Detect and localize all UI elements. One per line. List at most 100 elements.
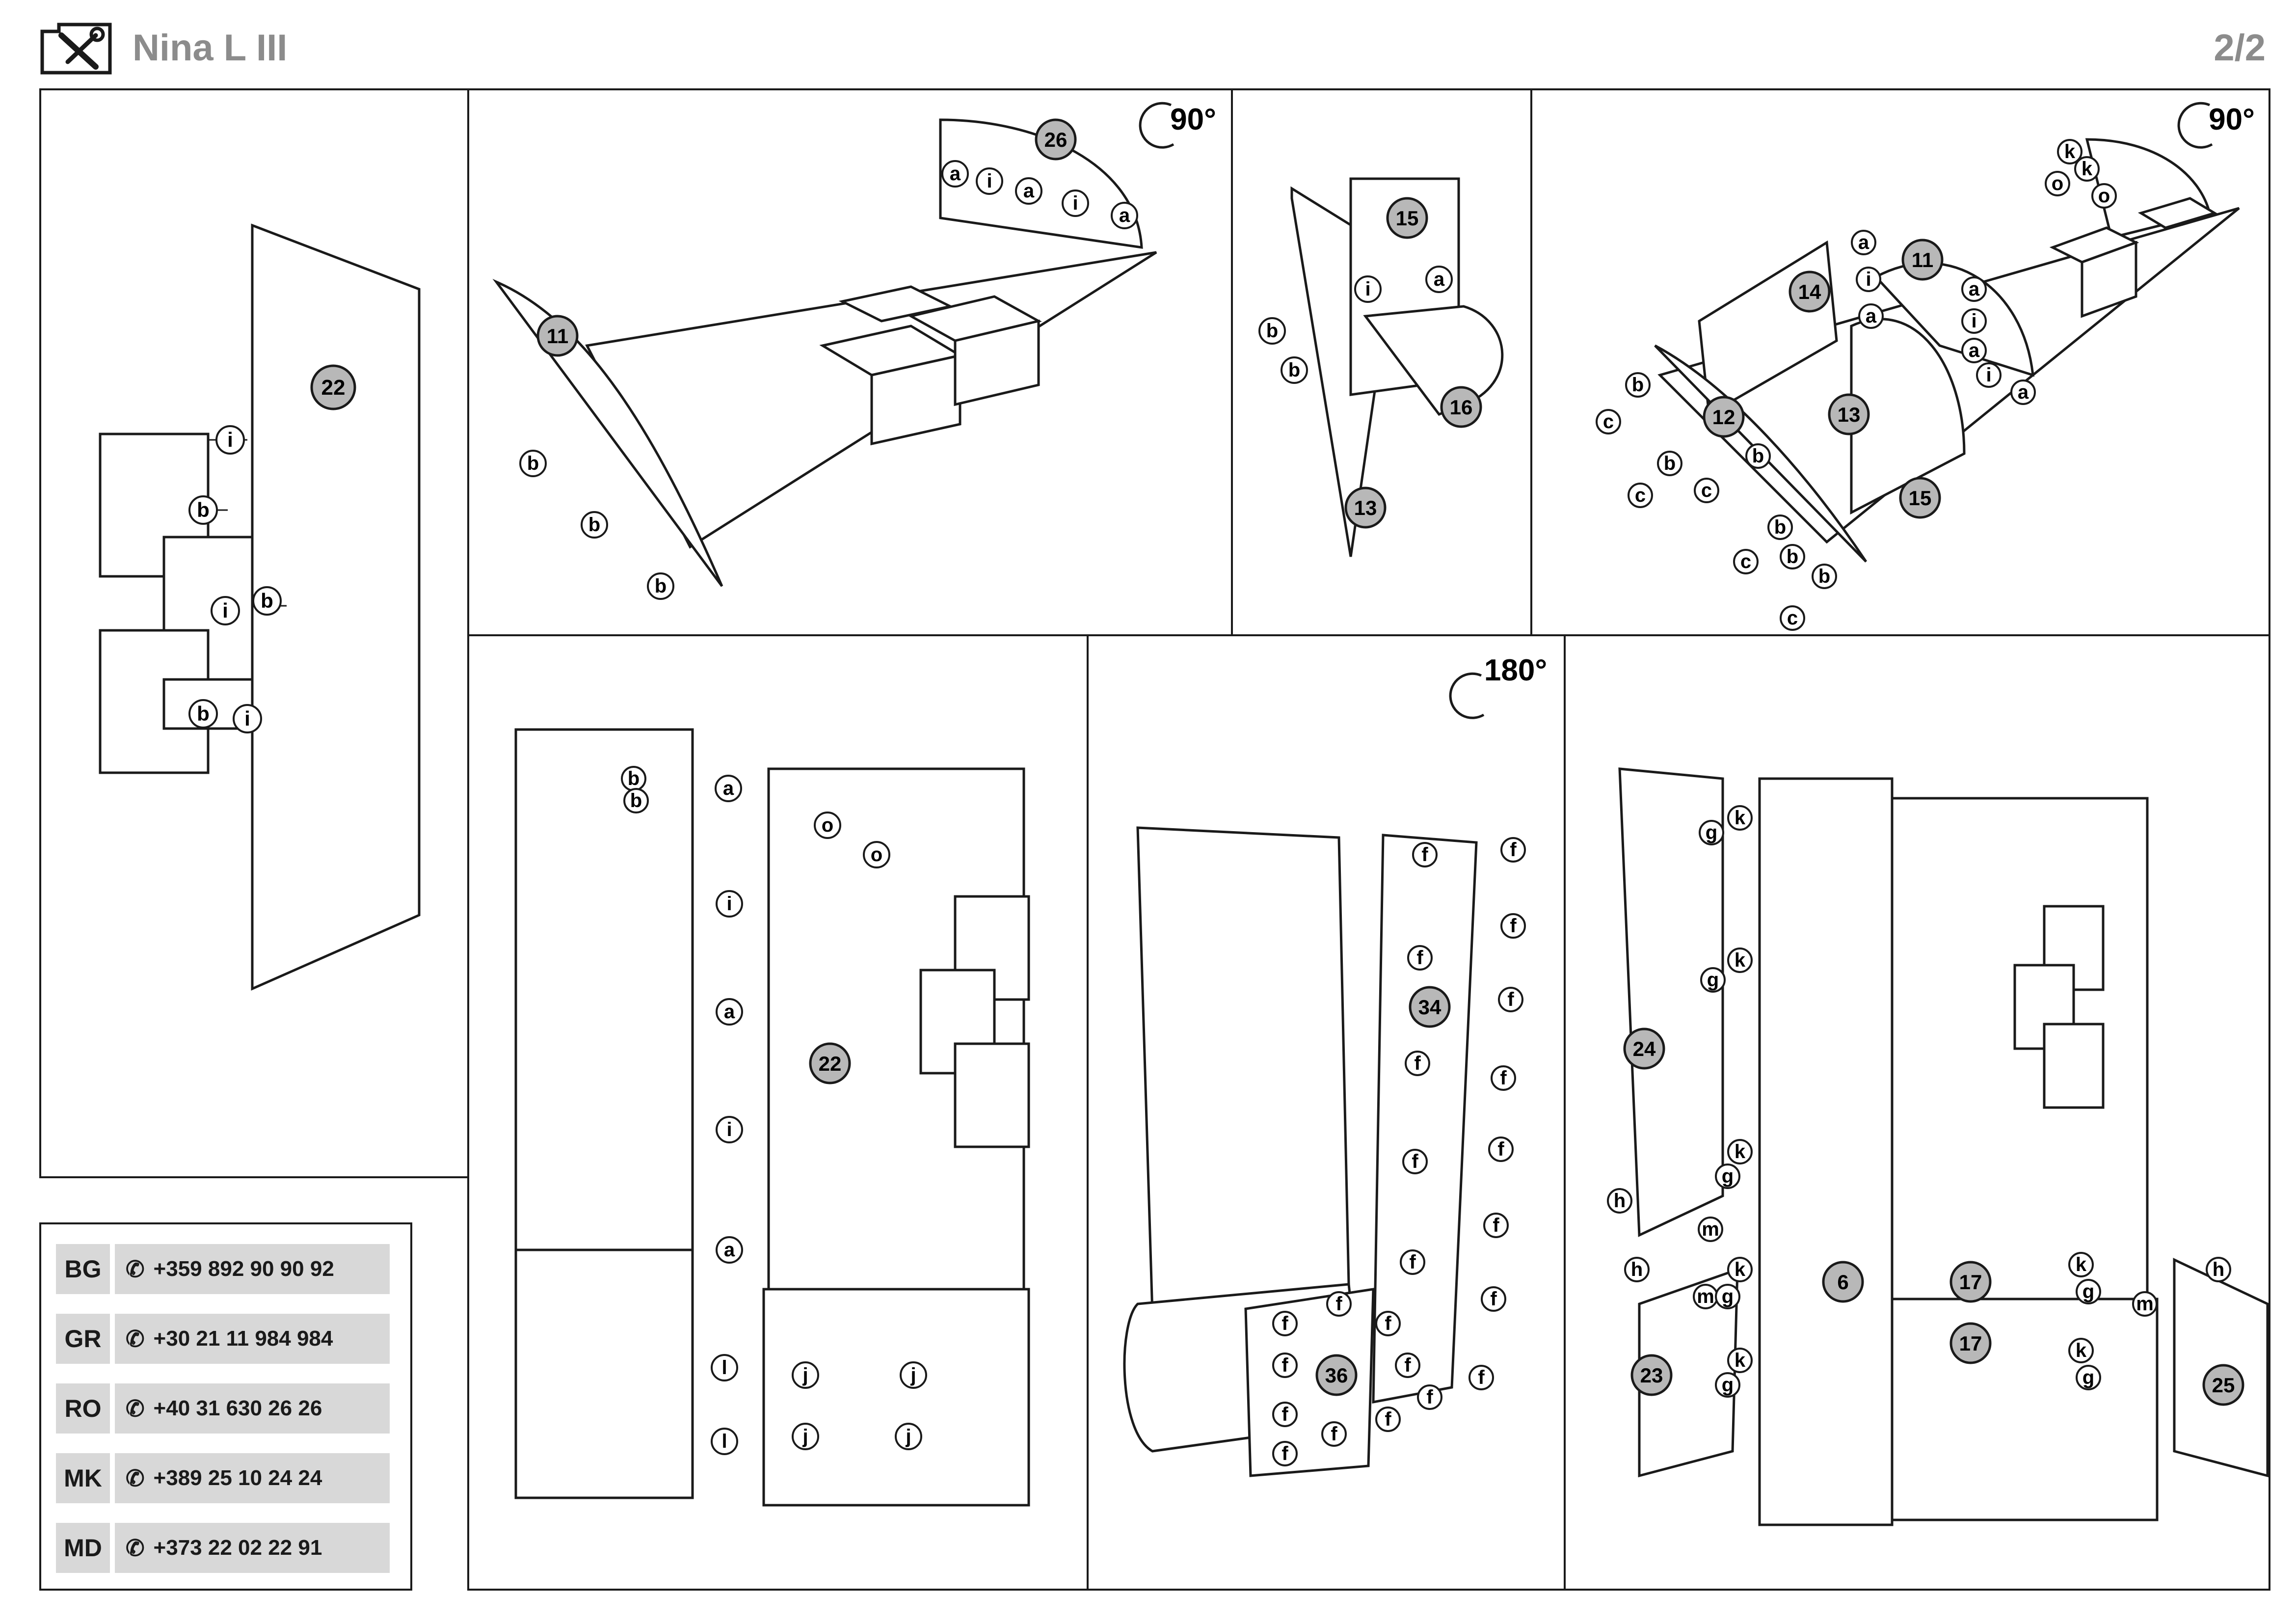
connector-label-a: a <box>1119 205 1130 226</box>
country-code: RO <box>56 1383 110 1434</box>
connector-label-f: f <box>1490 1288 1497 1310</box>
connector-label-a: a <box>1434 269 1445 290</box>
connector-label-g: g <box>2082 1367 2094 1388</box>
step-panel-4: 14 11 12 13 15 k k o o a i a a i a i a b… <box>1530 88 2270 636</box>
part-number-6: 6 <box>1837 1271 1848 1294</box>
connector-label-a: a <box>1023 180 1035 202</box>
phone-number: ✆+359 892 90 90 92 <box>115 1244 390 1294</box>
part-number-22: 22 <box>321 376 346 400</box>
connector-label-l: l <box>721 1357 727 1379</box>
connector-label-f: f <box>1507 989 1514 1010</box>
connector-label-a: a <box>724 1001 735 1023</box>
contact-row: RO ✆+40 31 630 26 26 <box>56 1383 400 1434</box>
connector-label-a: a <box>724 1239 735 1261</box>
connector-label-a: a <box>1969 340 1980 361</box>
part-number-13: 13 <box>1354 496 1377 519</box>
part-number-11: 11 <box>1912 248 1933 271</box>
connector-label-f: f <box>1478 1367 1485 1388</box>
connector-label-i: i <box>987 170 992 192</box>
step-panel-7: 24 6 17 17 23 25 k g k g k g h m h m g k… <box>1564 634 2270 1591</box>
connector-label-a: a <box>1858 232 1869 253</box>
phone-icon: ✆ <box>126 1465 145 1491</box>
connector-label-f: f <box>1281 1313 1288 1334</box>
connector-label-m: m <box>2136 1293 2154 1315</box>
connector-label-c: c <box>1635 485 1646 506</box>
connector-label-f: f <box>1421 844 1428 866</box>
connector-label-g: g <box>2082 1281 2094 1302</box>
country-code: MD <box>56 1523 110 1573</box>
step-panel-2: 26 11 a i a i a b b b 90° <box>467 88 1233 636</box>
connector-label-b: b <box>628 768 640 789</box>
connector-label-k: k <box>2064 141 2076 162</box>
part-number-22: 22 <box>819 1052 842 1075</box>
country-code: GR <box>56 1314 110 1364</box>
connector-label-k: k <box>1735 1350 1746 1371</box>
connector-label-b: b <box>1632 374 1644 396</box>
country-code: MK <box>56 1453 110 1503</box>
connector-label-f: f <box>1500 1067 1507 1089</box>
part-number-23: 23 <box>1640 1364 1663 1387</box>
contact-row: MD ✆+373 22 02 22 91 <box>56 1523 400 1573</box>
connector-label-f: f <box>1414 1053 1421 1074</box>
connector-label-i: i <box>1365 278 1370 300</box>
connector-label-g: g <box>1707 969 1719 991</box>
connector-label-b: b <box>655 575 667 597</box>
connector-label-g: g <box>1722 1286 1734 1307</box>
phone-number: ✆+373 22 02 22 91 <box>115 1523 390 1573</box>
step-panel-5: 22 b b a o o i a i a l l j j j j <box>467 634 1089 1591</box>
connector-label-a: a <box>1969 278 1980 300</box>
connector-label-o: o <box>2098 185 2110 207</box>
phone-text: +389 25 10 24 24 <box>153 1466 322 1490</box>
connector-label-f: f <box>1404 1354 1411 1376</box>
connector-label-k: k <box>2082 158 2093 180</box>
connector-label-j: j <box>802 1426 808 1447</box>
connector-label-o: o <box>2052 173 2063 194</box>
part-number-34: 34 <box>1418 996 1442 1019</box>
connector-label-b: b <box>1266 320 1278 342</box>
connector-label-i: i <box>726 1119 732 1140</box>
connector-label-a: a <box>950 163 961 185</box>
connector-label-f: f <box>1497 1138 1504 1160</box>
phone-text: +359 892 90 90 92 <box>153 1257 334 1281</box>
rotate-icon <box>1139 102 1175 149</box>
connector-label-b: b <box>527 453 539 474</box>
tools-icon <box>39 22 113 76</box>
connector-label-k: k <box>1735 1141 1746 1163</box>
connector-label-b: b <box>197 702 210 725</box>
connector-label-b: b <box>630 790 642 812</box>
rotation-label: 90° <box>2209 103 2255 136</box>
connector-label-f: f <box>1331 1423 1337 1445</box>
connector-label-f: f <box>1281 1354 1288 1376</box>
connector-label-o: o <box>871 844 882 866</box>
connector-label-c: c <box>1701 480 1712 501</box>
rotation-label: 180° <box>1484 653 1547 687</box>
connector-label-b: b <box>1288 359 1300 381</box>
connector-label-b: b <box>197 498 210 521</box>
connector-label-j: j <box>802 1364 808 1386</box>
connector-label-i: i <box>1971 310 1976 332</box>
connector-label-b: b <box>1752 445 1764 467</box>
part-number-17: 17 <box>1959 1271 1982 1294</box>
connector-label-k: k <box>2076 1254 2087 1275</box>
connector-label-a: a <box>2018 381 2029 403</box>
connector-label-a: a <box>1866 305 1877 327</box>
connector-label-i: i <box>726 893 732 915</box>
connector-label-f: f <box>1412 1151 1418 1172</box>
connector-label-i: i <box>227 428 233 451</box>
contact-table: BG ✆+359 892 90 90 92 GR ✆+30 21 11 984 … <box>39 1222 412 1591</box>
phone-text: +40 31 630 26 26 <box>153 1396 322 1420</box>
part-number-15: 15 <box>1909 487 1932 510</box>
connector-label-f: f <box>1416 947 1423 969</box>
connector-label-g: g <box>1706 822 1717 843</box>
step-panel-1: 22 i b i b b i <box>39 88 469 1178</box>
part-number-15: 15 <box>1396 207 1419 230</box>
phone-number: ✆+30 21 11 984 984 <box>115 1314 390 1364</box>
part-number-25: 25 <box>2212 1374 2235 1397</box>
connector-label-i: i <box>1866 269 1871 290</box>
step-panel-3: 15 16 13 i a b b <box>1231 88 1532 636</box>
connector-label-g: g <box>1722 1165 1734 1187</box>
connector-label-j: j <box>905 1426 911 1447</box>
connector-label-i: i <box>1072 192 1078 214</box>
connector-label-f: f <box>1281 1443 1288 1464</box>
contact-row: GR ✆+30 21 11 984 984 <box>56 1314 400 1364</box>
